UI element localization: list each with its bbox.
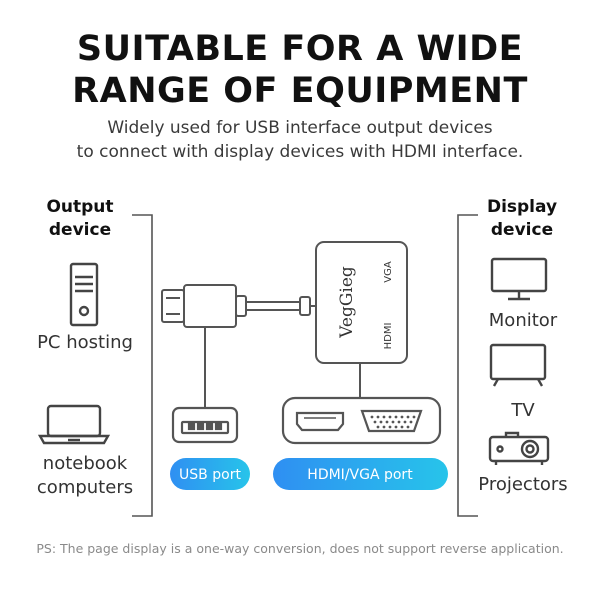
headline-line-1: SUITABLE FOR A WIDE bbox=[76, 29, 524, 69]
pc-tower-icon bbox=[69, 262, 99, 327]
pc-hosting-label: PC hosting bbox=[37, 332, 133, 353]
adapter-vga-label: VGA bbox=[383, 261, 394, 283]
adapter-hdmi-label: HDMI bbox=[383, 323, 394, 350]
usb-port-icon bbox=[171, 406, 239, 444]
subtitle-line-2: to connect with display devices with HDM… bbox=[76, 142, 524, 162]
display-device-heading-line-2: device bbox=[490, 220, 554, 240]
notebook-label-line-2: computers bbox=[36, 477, 134, 498]
display-device-heading-line-1: Display bbox=[486, 197, 558, 217]
projector-icon bbox=[488, 431, 550, 465]
laptop-icon bbox=[37, 404, 111, 445]
tv-label: TV bbox=[511, 400, 535, 421]
output-device-heading: Output device bbox=[30, 196, 130, 242]
usb-plug-icon bbox=[161, 284, 316, 408]
hdmi-vga-port-icon bbox=[281, 396, 442, 445]
output-device-heading-line-2: device bbox=[48, 220, 112, 240]
monitor-label: Monitor bbox=[488, 310, 558, 331]
adapter-brand-label: VegGieg bbox=[337, 266, 357, 339]
display-device-heading: Display device bbox=[472, 196, 572, 242]
output-device-heading-line-1: Output bbox=[46, 197, 114, 217]
right-bracket bbox=[457, 214, 478, 517]
projectors-label: Projectors bbox=[478, 474, 568, 495]
hdmi-vga-port-pill bbox=[273, 458, 448, 490]
notebook-label-line-1: notebook bbox=[42, 453, 128, 474]
subtitle-line-1: Widely used for USB interface output dev… bbox=[107, 118, 493, 138]
usb-port-pill bbox=[170, 458, 250, 490]
tv-icon bbox=[489, 343, 547, 387]
headline-line-2: RANGE OF EQUIPMENT bbox=[72, 71, 528, 111]
footnote: PS: The page display is a one-way conver… bbox=[36, 541, 564, 556]
left-bracket bbox=[132, 214, 153, 517]
usb-port-label: USB port bbox=[179, 467, 241, 483]
notebook-label: notebook computers bbox=[20, 452, 150, 500]
hdmi-vga-port-label: HDMI/VGA port bbox=[307, 467, 413, 483]
usb-adapter-icon bbox=[315, 241, 408, 398]
monitor-icon bbox=[490, 257, 548, 301]
